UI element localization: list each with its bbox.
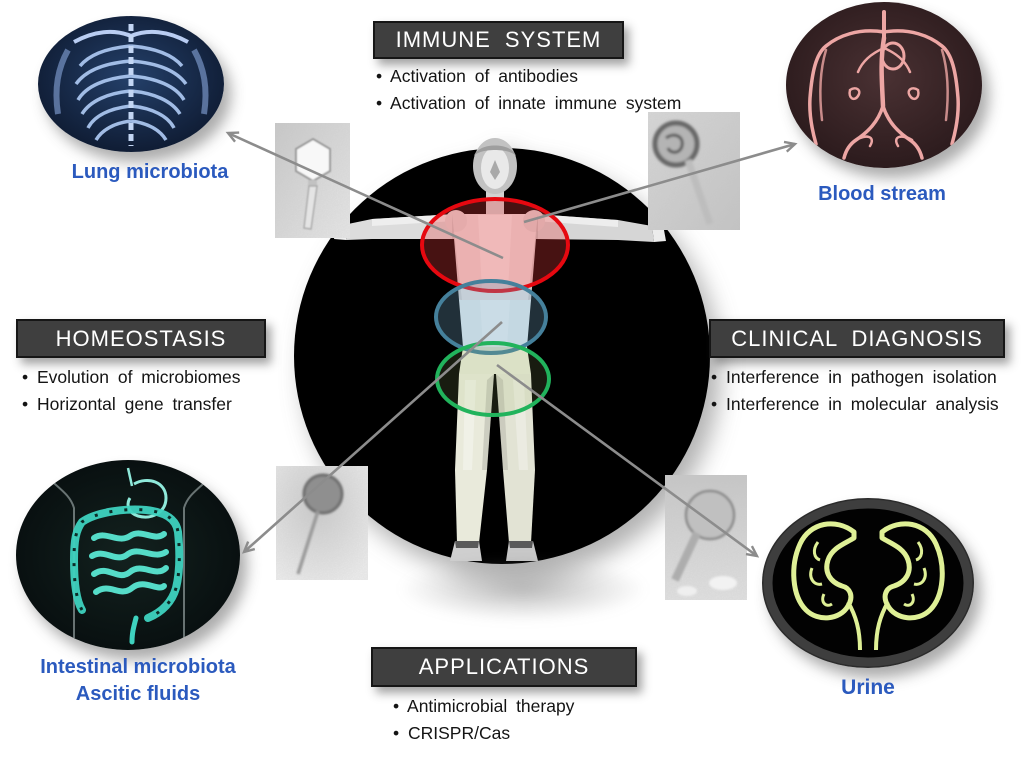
- lung-oval-image: [38, 16, 224, 152]
- immune-system-bullets: Activation of antibodies Activation of i…: [376, 63, 706, 117]
- vascular-system-icon: [786, 2, 982, 168]
- blood-label: Blood stream: [818, 183, 946, 205]
- pelvis-region-ellipse: [435, 341, 551, 417]
- phage-bottom-left-micrograph-icon: [276, 466, 368, 580]
- chest-region-ellipse: [420, 197, 570, 293]
- chest-xray-icon: [38, 16, 224, 152]
- circle-shadow: [398, 556, 648, 622]
- right-kidney: [874, 521, 945, 651]
- clinical-diagnosis-title: CLINICAL DIAGNOSIS: [709, 319, 1005, 358]
- blood-oval-image: [786, 2, 982, 168]
- kidneys-icon: [762, 498, 974, 668]
- arrow-chest-to-lung: [225, 131, 504, 260]
- applications-title: APPLICATIONS: [371, 647, 637, 687]
- left-kidney: [791, 521, 862, 651]
- applications-bullets: Antimicrobial therapy CRISPR/Cas: [393, 693, 663, 747]
- bullet-item: Horizontal gene transfer: [22, 391, 292, 418]
- homeostasis-title: HOMEOSTASIS: [16, 319, 266, 358]
- bullet-item: Activation of antibodies: [376, 63, 706, 90]
- phage-top-left-micrograph-icon: [275, 123, 350, 238]
- bullet-item: Antimicrobial therapy: [393, 693, 663, 720]
- intestinal-oval-image: [16, 460, 240, 650]
- intestinal-label-line2: Ascitic fluids: [75, 683, 201, 705]
- bullet-item: CRISPR/Cas: [393, 720, 663, 747]
- urine-label: Urine: [841, 676, 895, 699]
- bullet-item: Evolution of microbiomes: [22, 364, 292, 391]
- intestinal-label-line1: Intestinal microbiota: [40, 656, 236, 678]
- bullet-item: Interference in pathogen isolation: [711, 364, 1021, 391]
- bullet-item: Interference in molecular analysis: [711, 391, 1021, 418]
- abdomen-region-ellipse: [434, 279, 548, 355]
- clinical-diagnosis-bullets: Interference in pathogen isolation Inter…: [711, 364, 1021, 418]
- bullet-item: Activation of innate immune system: [376, 90, 706, 117]
- phage-bottom-right-micrograph-icon: [665, 475, 747, 600]
- homeostasis-bullets: Evolution of microbiomes Horizontal gene…: [22, 364, 292, 418]
- intestines-icon: [16, 460, 240, 650]
- human-body-figure-icon: [334, 138, 666, 561]
- lung-label: Lung microbiota: [71, 161, 229, 183]
- urine-oval-image: [762, 498, 974, 668]
- intestinal-label: Intestinal microbiota Ascitic fluids: [20, 654, 256, 708]
- phage-top-right-micrograph-icon: [648, 112, 740, 230]
- immune-system-title: IMMUNE SYSTEM: [373, 21, 624, 59]
